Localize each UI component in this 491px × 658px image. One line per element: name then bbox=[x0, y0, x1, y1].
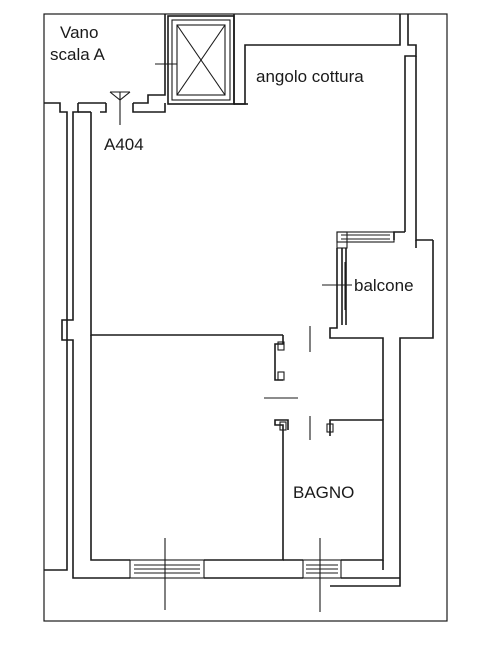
balcony bbox=[329, 240, 434, 587]
kitchen-walls bbox=[233, 14, 433, 241]
stair-label-line2: scala A bbox=[50, 45, 105, 64]
elevator-shaft bbox=[155, 15, 235, 105]
left-wall bbox=[44, 102, 100, 579]
bedroom-window bbox=[129, 559, 205, 579]
stair-label-line1: Vano bbox=[60, 23, 98, 42]
bathroom-walls bbox=[283, 419, 384, 570]
balcony-label: balcone bbox=[354, 276, 414, 295]
unit-id-label: A404 bbox=[104, 135, 144, 154]
balcony-window-top bbox=[336, 231, 395, 249]
bedroom-walls bbox=[90, 335, 289, 561]
door-marks bbox=[264, 326, 334, 440]
entrance-mark bbox=[109, 91, 131, 125]
kitchen-label: angolo cottura bbox=[256, 67, 364, 86]
bathroom-window bbox=[302, 559, 342, 579]
bathroom-label: BAGNO bbox=[293, 483, 354, 502]
corridor-wall-top bbox=[78, 14, 283, 336]
sheet-frame bbox=[43, 13, 448, 622]
